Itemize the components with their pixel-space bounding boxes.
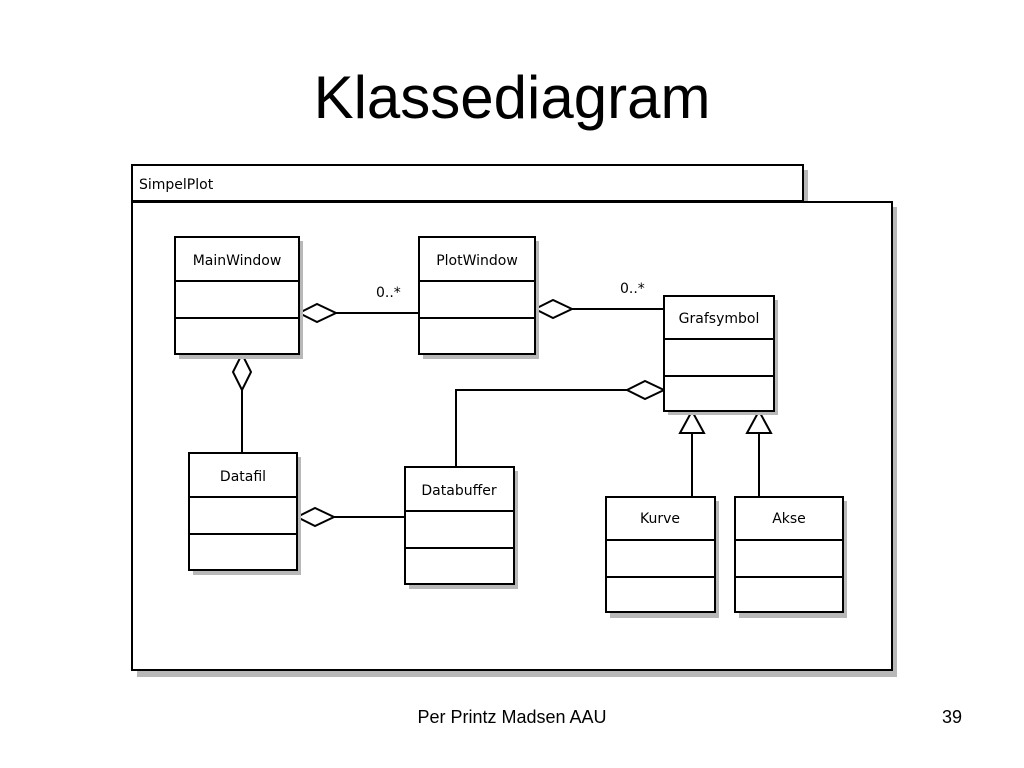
generalization-akse-arrow — [745, 408, 773, 434]
aggregation-diamond-mainwindow — [296, 302, 339, 324]
class-mainwindow: MainWindow — [174, 236, 303, 359]
slide-title: Klassediagram — [313, 64, 711, 131]
class-name: Databuffer — [421, 483, 496, 499]
page-number: 39 — [941, 707, 962, 727]
class-name: Grafsymbol — [679, 311, 760, 327]
class-databuffer: Databuffer — [404, 466, 518, 589]
class-name: Datafil — [220, 469, 266, 485]
class-name: MainWindow — [193, 253, 282, 269]
class-name: Akse — [772, 511, 806, 527]
aggregation-diamond-mainwindow-datafil — [231, 351, 253, 393]
multiplicity-label: 0..* — [376, 285, 401, 301]
footer-author: Per Printz Madsen AAU — [417, 707, 607, 727]
class-plotwindow: PlotWindow — [418, 236, 539, 359]
package-name: SimpelPlot — [139, 177, 214, 193]
class-akse: Akse — [734, 496, 847, 618]
relations — [231, 298, 773, 528]
multiplicity-label: 0..* — [620, 281, 645, 297]
aggregation-grafsymbol-databuffer-line — [455, 389, 627, 467]
class-kurve: Kurve — [605, 496, 719, 618]
class-grafsymbol: Grafsymbol — [663, 295, 778, 415]
class-name: PlotWindow — [436, 253, 518, 269]
generalization-kurve-arrow — [678, 408, 706, 434]
aggregation-diamond-datafil — [294, 506, 337, 528]
class-name: Kurve — [640, 511, 680, 527]
aggregation-diamond-plotwindow — [532, 298, 575, 320]
class-datafil: Datafil — [188, 452, 301, 575]
